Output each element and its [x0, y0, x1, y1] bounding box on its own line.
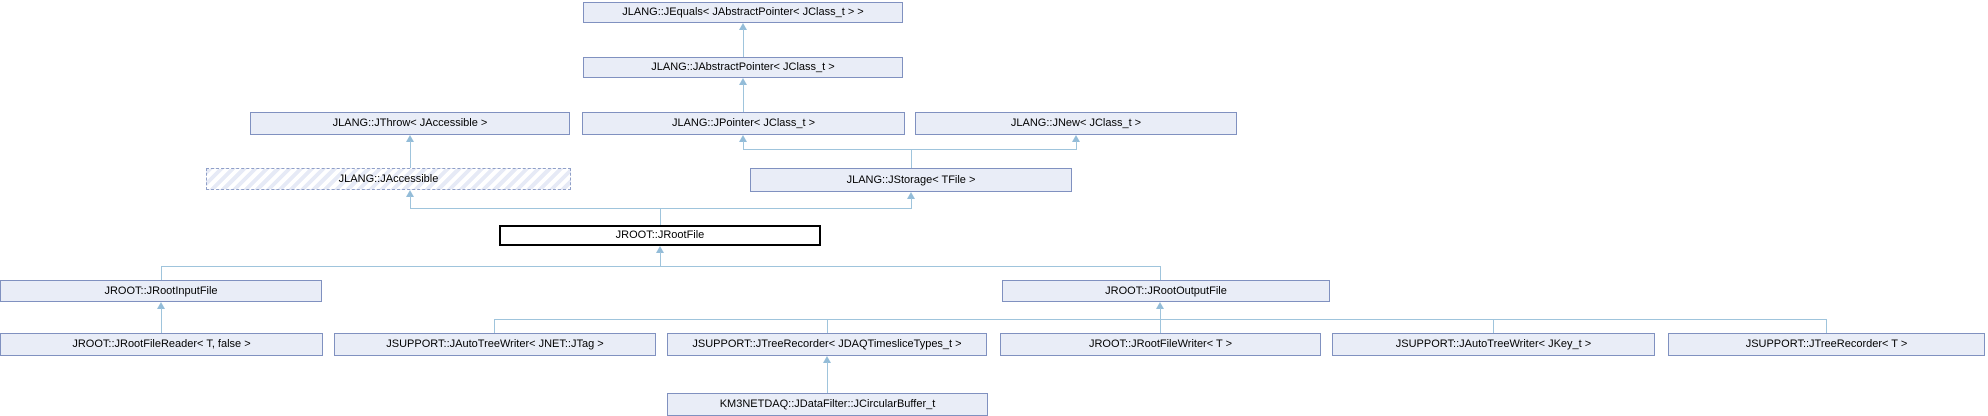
- inheritance-edge-line: [410, 196, 411, 208]
- class-node-jstorage[interactable]: JLANG::JStorage< TFile >: [750, 168, 1072, 192]
- class-node-jthrow[interactable]: JLANG::JThrow< JAccessible >: [250, 112, 570, 135]
- inheritance-edge-line: [1493, 319, 1494, 333]
- inheritance-edge-line: [911, 198, 912, 208]
- inheritance-edge-line: [743, 141, 744, 149]
- inheritance-edge-line: [1160, 319, 1161, 333]
- inheritance-arrowhead: [406, 190, 414, 197]
- class-node-jcircularbuffer[interactable]: KM3NETDAQ::JDataFilter::JCircularBuffer_…: [667, 393, 988, 416]
- inheritance-edge-line: [660, 252, 661, 266]
- inheritance-edge-line: [743, 149, 1077, 150]
- inheritance-edge-line: [161, 266, 1161, 267]
- inheritance-arrowhead: [656, 246, 664, 253]
- inheritance-arrowhead: [406, 135, 414, 142]
- class-node-jabstractpointer[interactable]: JLANG::JAbstractPointer< JClass_t >: [583, 57, 903, 78]
- inheritance-arrowhead: [823, 356, 831, 363]
- inheritance-edge-line: [827, 362, 828, 393]
- inheritance-edge-line: [743, 29, 744, 57]
- class-node-jautotreewriter-jtag[interactable]: JSUPPORT::JAutoTreeWriter< JNET::JTag >: [334, 333, 656, 356]
- inheritance-edge-line: [1076, 141, 1077, 149]
- inheritance-arrowhead: [739, 135, 747, 142]
- inheritance-edge-line: [1160, 308, 1161, 319]
- class-node-jtreerecorder-jdaq[interactable]: JSUPPORT::JTreeRecorder< JDAQTimesliceTy…: [667, 333, 987, 356]
- inheritance-edge-line: [1160, 266, 1161, 280]
- inheritance-edge-line: [827, 319, 828, 333]
- inheritance-arrowhead: [1156, 302, 1164, 309]
- inheritance-arrowhead: [907, 192, 915, 199]
- class-node-jrootoutputfile[interactable]: JROOT::JRootOutputFile: [1002, 280, 1330, 302]
- inheritance-edge-line: [743, 84, 744, 112]
- inheritance-edge-line: [660, 208, 661, 225]
- inheritance-edge-line: [161, 266, 162, 280]
- inheritance-edge-line: [161, 308, 162, 333]
- inheritance-edge-line: [410, 208, 912, 209]
- inheritance-edge-line: [1826, 319, 1827, 333]
- class-node-jtreerecorder-t[interactable]: JSUPPORT::JTreeRecorder< T >: [1668, 333, 1985, 356]
- class-node-jrootinputfile[interactable]: JROOT::JRootInputFile: [0, 280, 322, 302]
- class-node-jrootfile-current: JROOT::JRootFile: [499, 225, 821, 246]
- inheritance-edge-line: [911, 149, 912, 168]
- inheritance-edge-line: [494, 319, 495, 333]
- class-node-jnew[interactable]: JLANG::JNew< JClass_t >: [915, 112, 1237, 135]
- inheritance-arrowhead: [157, 302, 165, 309]
- class-node-jaccessible: JLANG::JAccessible: [206, 168, 571, 190]
- inheritance-arrowhead: [739, 78, 747, 85]
- inheritance-arrowhead: [1072, 135, 1080, 142]
- class-node-jrootfilewriter[interactable]: JROOT::JRootFileWriter< T >: [1000, 333, 1321, 356]
- class-node-jautotreewriter-jkey[interactable]: JSUPPORT::JAutoTreeWriter< JKey_t >: [1332, 333, 1655, 356]
- inheritance-arrowhead: [739, 23, 747, 30]
- class-node-jrootfilereader[interactable]: JROOT::JRootFileReader< T, false >: [0, 333, 323, 356]
- class-node-jpointer[interactable]: JLANG::JPointer< JClass_t >: [582, 112, 905, 135]
- class-node-jequals[interactable]: JLANG::JEquals< JAbstractPointer< JClass…: [583, 2, 903, 23]
- inheritance-edge-line: [410, 141, 411, 168]
